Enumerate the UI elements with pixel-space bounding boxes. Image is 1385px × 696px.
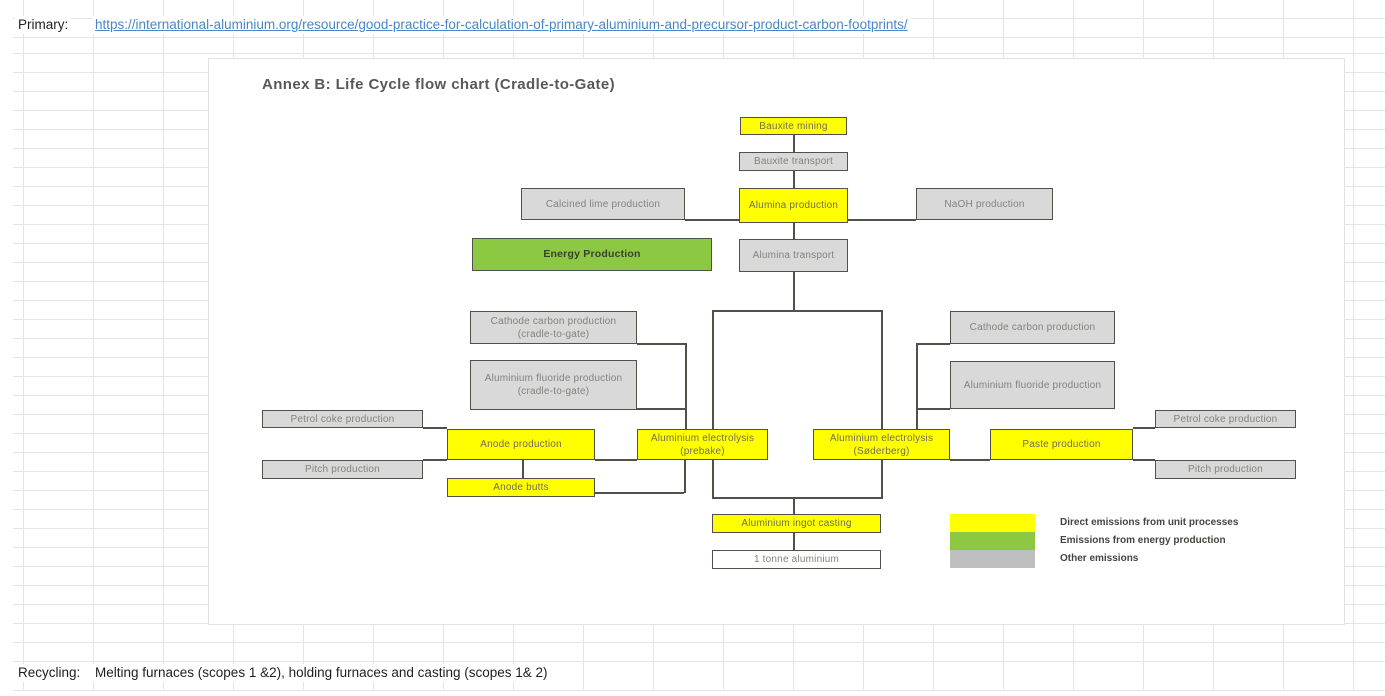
recycling-cell-text: Melting furnaces (scopes 1 &2), holding … [92, 664, 551, 682]
node-one-tonne-aluminium: 1 tonne aluminium [712, 550, 881, 569]
node-pitch-production-left: Pitch production [262, 460, 423, 479]
node-aluminium-fluoride-production-left: Aluminium fluoride production (cradle-to… [470, 360, 637, 410]
node-alumina-transport: Alumina transport [739, 239, 848, 272]
edge-anode-butts [522, 460, 524, 478]
primary-cell-label: Primary: [15, 16, 72, 34]
legend-swatch-direct-emissions [950, 514, 1035, 532]
node-energy-production: Energy Production [472, 238, 712, 271]
edge-butts-right [595, 492, 684, 494]
edge-paste-pitchright [1133, 459, 1155, 461]
node-anode-production: Anode production [447, 429, 595, 460]
edge-transport-split [793, 272, 795, 310]
node-calcined-lime-production: Calcined lime production [521, 188, 685, 220]
node-aluminium-ingot-casting: Aluminium ingot casting [712, 514, 881, 533]
edge-rightconnector-down [916, 343, 918, 429]
node-cathode-carbon-production-left: Cathode carbon production (cradle-to-gat… [470, 311, 637, 344]
legend-label-energy-emissions: Emissions from energy production [1060, 535, 1226, 546]
edge-fluorideleft-stub [637, 408, 685, 410]
node-aluminium-electrolysis-soderberg: Aluminium electrolysis (Søderberg) [813, 429, 950, 460]
node-aluminium-fluoride-production-right: Aluminium fluoride production [950, 361, 1115, 409]
edge-paste-petrolright [1133, 427, 1155, 429]
node-pitch-production-right: Pitch production [1155, 460, 1296, 479]
edge-merge-bottom [712, 497, 883, 499]
edge-anode-prebake [595, 459, 637, 461]
chart-title: Annex B: Life Cycle flow chart (Cradle-t… [262, 76, 616, 93]
legend-label-direct-emissions: Direct emissions from unit processes [1060, 517, 1239, 528]
edge-calcined-alumina [685, 219, 739, 221]
node-petrol-coke-production-left: Petrol coke production [262, 410, 423, 428]
legend-swatch-other-emissions [950, 550, 1035, 568]
edge-mining-transport [793, 135, 795, 152]
legend-label-other-emissions: Other emissions [1060, 553, 1139, 564]
primary-url-link[interactable]: https://international-aluminium.org/reso… [92, 16, 911, 34]
node-paste-production: Paste production [990, 429, 1133, 460]
edge-alumina-transport2 [793, 222, 795, 239]
node-alumina-production: Alumina production [739, 188, 848, 223]
edge-split-left-down [712, 310, 714, 429]
edge-fluorideright-stub [916, 408, 950, 410]
edge-alumina-naoh [848, 219, 916, 221]
edge-cathodeleft-stub [637, 343, 685, 345]
edge-cathoderight-stub [916, 343, 950, 345]
node-aluminium-electrolysis-prebake: Aluminium electrolysis (prebake) [637, 429, 768, 460]
edge-prebake-down [712, 460, 714, 497]
edge-leftconnector-down [685, 343, 687, 429]
edge-transport-alumina [793, 171, 795, 188]
recycling-cell-label: Recycling: [15, 664, 84, 682]
edge-split-top [712, 310, 883, 312]
edge-soderberg-down [881, 460, 883, 498]
node-bauxite-transport: Bauxite transport [739, 152, 848, 171]
edge-ingot-tonne [793, 533, 795, 550]
edge-split-right-down [881, 310, 883, 429]
node-anode-butts: Anode butts [447, 478, 595, 497]
node-cathode-carbon-production-right: Cathode carbon production [950, 311, 1115, 344]
edge-pitchleft-anode [423, 459, 447, 461]
node-petrol-coke-production-right: Petrol coke production [1155, 410, 1296, 428]
legend-swatch-energy-emissions [950, 532, 1035, 550]
edge-soderberg-paste [950, 459, 990, 461]
node-naoh-production: NaOH production [916, 188, 1053, 220]
node-bauxite-mining: Bauxite mining [740, 117, 847, 135]
edge-petrolleft-anode [423, 427, 447, 429]
edge-butts-up-prebake [684, 460, 686, 493]
edge-merge-ingot [793, 497, 795, 514]
